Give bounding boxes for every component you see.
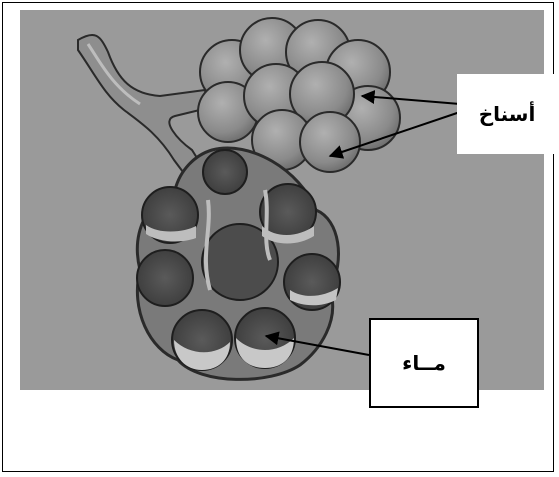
label-water: مــاء — [369, 318, 479, 408]
bronchiole-tube — [78, 35, 208, 176]
label-alveoli: أسناخ — [457, 74, 557, 154]
